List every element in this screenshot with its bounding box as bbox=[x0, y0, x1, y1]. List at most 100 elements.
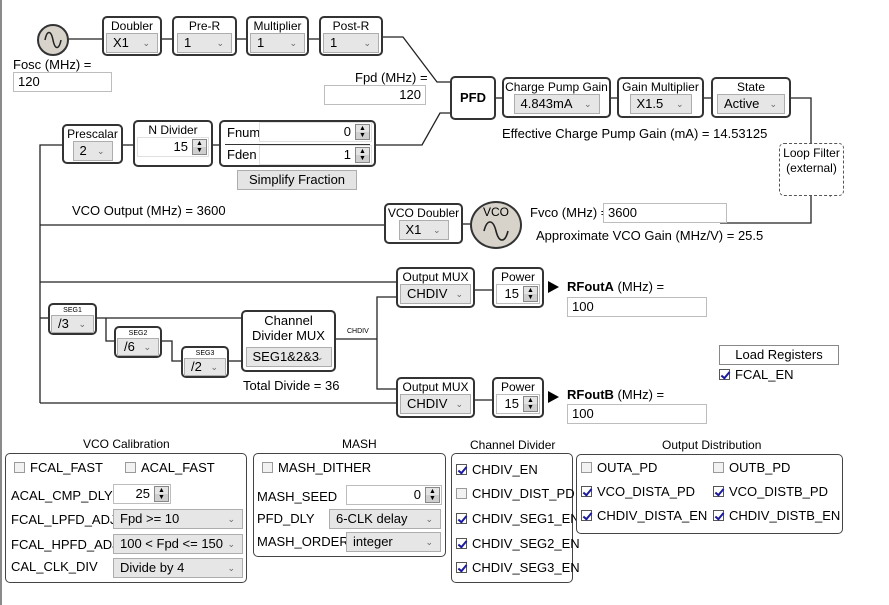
chevron-down-icon: ⌄ bbox=[216, 38, 224, 48]
checkbox-box[interactable] bbox=[713, 462, 724, 473]
spinner-arrows[interactable]: ▲▼ bbox=[523, 396, 538, 412]
checkbox-box[interactable] bbox=[456, 538, 467, 549]
chdiv-dist-pd-checkbox[interactable]: CHDIV_DIST_PD bbox=[456, 486, 575, 501]
spinner-arrows[interactable]: ▲▼ bbox=[355, 147, 370, 163]
fden-spinner[interactable]: 1 ▲▼ bbox=[259, 145, 372, 165]
power-a-title: Power bbox=[500, 270, 535, 284]
chdiv-distb-en-checkbox[interactable]: CHDIV_DISTB_EN bbox=[713, 508, 840, 523]
cal-clk-div-select[interactable]: Divide by 4⌄ bbox=[113, 558, 243, 578]
spinner-arrows[interactable]: ▲▼ bbox=[154, 486, 169, 502]
arrow-down-icon[interactable]: ▼ bbox=[524, 404, 537, 411]
loop-filter-subtitle: (external) bbox=[786, 161, 837, 175]
output-mux-b-select[interactable]: CHDIV⌄ bbox=[400, 394, 471, 414]
chevron-down-icon: ⌄ bbox=[583, 99, 592, 109]
chdiv-wire-label: CHDIV bbox=[347, 328, 369, 335]
vco-gain-text: Approximate VCO Gain (MHz/V) = bbox=[536, 228, 735, 243]
fcal-lpfd-adj-select[interactable]: Fpd >= 10⌄ bbox=[113, 509, 243, 529]
vco-distb-pd-label: VCO_DISTB_PD bbox=[729, 484, 828, 499]
vco-calibration-panel: FCAL_FAST ACAL_FAST ACAL_CMP_DLY 25 ▲▼ F… bbox=[5, 453, 247, 583]
checkbox-box[interactable] bbox=[713, 486, 724, 497]
spinner-arrows[interactable]: ▲▼ bbox=[425, 487, 440, 503]
checkbox-box[interactable] bbox=[456, 513, 467, 524]
channel-divider-panel: CHDIV_EN CHDIV_DIST_PD CHDIV_SEG1_EN CHD… bbox=[451, 453, 580, 583]
checkbox-box[interactable] bbox=[713, 510, 724, 521]
mash-seed-spinner[interactable]: 0 ▲▼ bbox=[346, 485, 442, 505]
post-r-block: Post-R 1⌄ bbox=[319, 16, 383, 56]
spinner-arrows[interactable]: ▲▼ bbox=[523, 286, 538, 302]
power-b-spinner[interactable]: 15 ▲▼ bbox=[496, 394, 540, 414]
mash-seed-label: MASH_SEED bbox=[257, 489, 338, 504]
checkbox-box[interactable] bbox=[581, 486, 592, 497]
post-r-select[interactable]: 1⌄ bbox=[323, 33, 379, 53]
post-r-value: 1 bbox=[330, 35, 338, 50]
chdiv-seg1-en-checkbox[interactable]: CHDIV_SEG1_EN bbox=[456, 511, 580, 526]
vco-output-text: VCO Output (MHz) = bbox=[72, 203, 193, 218]
mash-dither-checkbox[interactable]: MASH_DITHER bbox=[262, 460, 371, 475]
checkbox-box[interactable] bbox=[14, 462, 25, 473]
arrow-down-icon[interactable]: ▼ bbox=[193, 147, 206, 154]
checkbox-box[interactable] bbox=[125, 462, 136, 473]
fosc-input[interactable]: 120 bbox=[13, 72, 112, 92]
chevron-down-icon: ⌄ bbox=[227, 539, 235, 549]
chdiv-dista-en-checkbox[interactable]: CHDIV_DISTA_EN bbox=[581, 508, 707, 523]
prescalar-select[interactable]: 2⌄ bbox=[72, 141, 113, 161]
multiplier-title: Multiplier bbox=[253, 19, 302, 33]
checkbox-box[interactable] bbox=[581, 462, 592, 473]
simplify-fraction-button[interactable]: Simplify Fraction bbox=[237, 170, 357, 190]
fcal-hpfd-adj-select[interactable]: 100 < Fpd <= 150⌄ bbox=[113, 534, 243, 554]
charge-pump-gain-select[interactable]: 4.843mA⌄ bbox=[513, 94, 600, 114]
chevron-down-icon: ⌄ bbox=[769, 99, 777, 109]
chevron-down-icon: ⌄ bbox=[96, 146, 105, 156]
post-r-title: Post-R bbox=[332, 19, 370, 33]
pfd-dly-select[interactable]: 6-CLK delay⌄ bbox=[329, 509, 441, 529]
channel-divider-mux-select[interactable]: SEG1&2&3⌄ bbox=[245, 347, 332, 367]
chdiv-seg2-en-checkbox[interactable]: CHDIV_SEG2_EN bbox=[456, 536, 580, 551]
gain-multiplier-select[interactable]: X1.5⌄ bbox=[629, 94, 692, 114]
arrow-down-icon[interactable]: ▼ bbox=[155, 494, 168, 501]
acal-cmp-dly-spinner[interactable]: 25 ▲▼ bbox=[113, 484, 171, 504]
fcal-en-checkbox[interactable]: FCAL_EN bbox=[719, 367, 794, 382]
seg1-select[interactable]: /3⌄ bbox=[51, 315, 94, 333]
state-select[interactable]: Active⌄ bbox=[717, 94, 785, 114]
checkbox-box[interactable] bbox=[719, 369, 730, 380]
power-a-spinner[interactable]: 15 ▲▼ bbox=[496, 284, 540, 304]
outa-pd-checkbox[interactable]: OUTA_PD bbox=[581, 460, 657, 475]
chdiv-en-checkbox[interactable]: CHDIV_EN bbox=[456, 462, 538, 477]
fnum-spinner[interactable]: 0 ▲▼ bbox=[259, 122, 372, 142]
chdiv-seg3-en-checkbox[interactable]: CHDIV_SEG3_EN bbox=[456, 560, 580, 575]
acal-cmp-dly-value: 25 bbox=[135, 486, 150, 501]
arrow-down-icon[interactable]: ▼ bbox=[426, 495, 439, 502]
checkbox-box[interactable] bbox=[581, 510, 592, 521]
vco-dista-pd-checkbox[interactable]: VCO_DISTA_PD bbox=[581, 484, 695, 499]
arrow-down-icon[interactable]: ▼ bbox=[356, 132, 369, 139]
n-divider-spinner[interactable]: 15 ▲▼ bbox=[137, 137, 209, 157]
multiplier-select[interactable]: 1⌄ bbox=[250, 33, 305, 53]
seg3-select[interactable]: /2⌄ bbox=[184, 358, 226, 376]
arrow-down-icon[interactable]: ▼ bbox=[356, 155, 369, 162]
fcal-fast-checkbox[interactable]: FCAL_FAST bbox=[14, 460, 103, 475]
chdiv-seg3-en-label: CHDIV_SEG3_EN bbox=[472, 560, 580, 575]
checkbox-box[interactable] bbox=[456, 562, 467, 573]
vco-distb-pd-checkbox[interactable]: VCO_DISTB_PD bbox=[713, 484, 828, 499]
arrow-down-icon[interactable]: ▼ bbox=[524, 294, 537, 301]
checkbox-box[interactable] bbox=[456, 464, 467, 475]
spinner-arrows[interactable]: ▲▼ bbox=[192, 139, 207, 155]
load-registers-button[interactable]: Load Registers bbox=[719, 345, 839, 365]
outb-pd-checkbox[interactable]: OUTB_PD bbox=[713, 460, 790, 475]
checkbox-box[interactable] bbox=[262, 462, 273, 473]
vco-doubler-select[interactable]: X1⌄ bbox=[398, 220, 449, 240]
output-mux-a-select[interactable]: CHDIV⌄ bbox=[400, 284, 471, 304]
state-title: State bbox=[736, 80, 766, 94]
effective-cp-gain-value: 14.53125 bbox=[713, 126, 768, 141]
spinner-arrows[interactable]: ▲▼ bbox=[355, 124, 370, 140]
vco-dista-pd-label: VCO_DISTA_PD bbox=[597, 484, 696, 499]
doubler-title: Doubler bbox=[110, 19, 154, 33]
checkbox-box[interactable] bbox=[456, 488, 467, 499]
acal-fast-checkbox[interactable]: ACAL_FAST bbox=[125, 460, 215, 475]
seg2-select[interactable]: /6⌄ bbox=[117, 338, 159, 356]
seg3-title: SEG3 bbox=[195, 350, 215, 357]
pre-r-select[interactable]: 1⌄ bbox=[177, 33, 232, 53]
mash-order-select[interactable]: integer⌄ bbox=[346, 532, 441, 552]
doubler-select[interactable]: X1⌄ bbox=[106, 33, 158, 53]
fden-value: 1 bbox=[343, 147, 351, 162]
